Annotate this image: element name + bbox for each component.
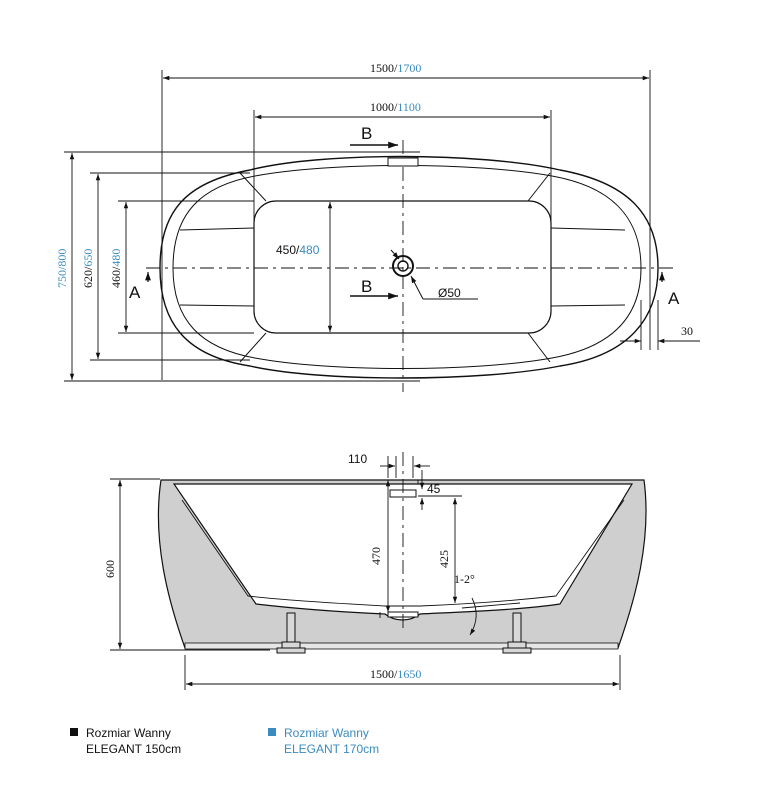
overflow-height-label: 45 [427, 482, 441, 496]
section-a-markers [145, 272, 665, 282]
overflow-to-bottom-label: 425 [437, 550, 451, 568]
rim-offset-label: 30 [681, 324, 693, 338]
top-dimension-lines [69, 75, 649, 380]
section-a-label-left: A [129, 283, 141, 302]
tub-feet [276, 612, 532, 654]
tub-inner-rim [172, 165, 642, 369]
tub-outer-rim [159, 155, 659, 379]
legend-swatch-black [70, 728, 78, 736]
legend-150-line1: Rozmiar Wanny [86, 726, 171, 740]
side-view: 110 45 470 425 600 1-2° 1500/1650 [103, 452, 647, 690]
tub-wall-bevels [179, 172, 626, 363]
drain-to-top-label: 470 [369, 547, 383, 565]
section-a-label-right: A [668, 289, 680, 308]
rim-width-label: 620/650 [81, 249, 95, 288]
outer-width-label: 750/800 [55, 249, 69, 288]
inner-length-label: 1000/1100 [370, 100, 421, 114]
section-b-label-bottom: B [361, 277, 372, 296]
section-b-label-top: B [361, 124, 372, 143]
top-extension-lines [64, 70, 651, 382]
drain-symbol [390, 249, 478, 300]
tub-side-base [184, 642, 619, 650]
tub-side-inner-wall [181, 499, 625, 607]
outer-length-label: 1500/1700 [370, 61, 421, 75]
legend-170-line2: ELEGANT 170cm [284, 742, 380, 756]
top-view: B B A A 30 1500/1700 1000/1100 750/800 6… [55, 61, 700, 392]
section-b-markers [350, 141, 398, 300]
side-extension-lines [110, 456, 621, 690]
inner-width-label: 460/480 [109, 249, 123, 288]
legend-item-150: Rozmiar Wanny ELEGANT 150cm [70, 725, 181, 757]
top-center-lines [146, 140, 676, 392]
overflow-symbol [387, 157, 419, 167]
legend-item-170: Rozmiar Wanny ELEGANT 170cm [268, 725, 379, 757]
drain-diameter-label: Ø50 [438, 286, 461, 300]
basin-width-label: 450/480 [276, 243, 320, 257]
overflow-offset-label: 110 [348, 452, 367, 466]
base-length-label: 1500/1650 [370, 667, 421, 681]
side-dimension-lines [117, 463, 619, 687]
slope-label: 1-2° [454, 572, 475, 586]
rim-offset-dimension [620, 300, 700, 350]
legend-170-line1: Rozmiar Wanny [284, 726, 369, 740]
legend-swatch-blue [268, 728, 276, 736]
legend-150-line2: ELEGANT 150cm [86, 742, 182, 756]
height-label: 600 [103, 560, 117, 578]
tub-basin-floor [253, 200, 552, 334]
